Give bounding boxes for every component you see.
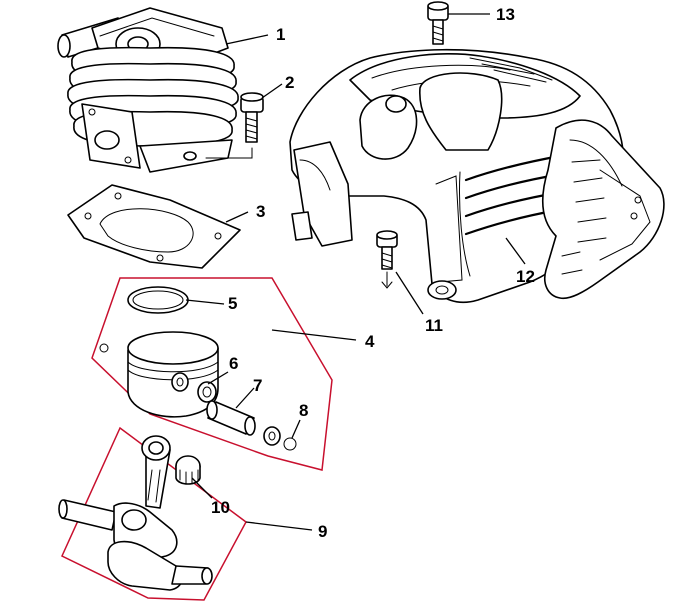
callout-7: 7 — [253, 376, 262, 395]
callout-13: 13 — [496, 5, 515, 24]
leader-lines — [185, 13, 526, 531]
circlip-part-8 — [283, 437, 297, 451]
piston-kit-outline — [91, 277, 333, 471]
piston-pin-part — [206, 400, 256, 436]
crankshaft-part — [58, 435, 213, 591]
callout-9: 9 — [318, 522, 327, 541]
washer-part-right — [263, 426, 281, 446]
callout-4: 4 — [365, 332, 375, 351]
cylinder-part — [57, 7, 239, 173]
gasket-part — [67, 184, 241, 269]
piston-part — [127, 331, 219, 418]
callout-2: 2 — [285, 73, 294, 92]
callout-5: 5 — [228, 294, 237, 313]
crankshaft-assembly-outline — [61, 426, 247, 601]
callout-8: 8 — [299, 401, 308, 420]
callout-12: 12 — [516, 267, 535, 286]
circlip-part-left — [99, 343, 109, 353]
callout-6: 6 — [229, 354, 238, 373]
callout-3: 3 — [256, 202, 265, 221]
bolt-part-13 — [427, 1, 449, 45]
engine-cover-part — [289, 48, 665, 304]
piston-ring-part — [127, 286, 189, 314]
callout-10: 10 — [211, 498, 230, 517]
callout-11: 11 — [425, 316, 443, 335]
callout-1: 1 — [276, 25, 285, 44]
needle-bearing-part — [175, 455, 201, 485]
washer-part-6 — [197, 381, 217, 403]
screw-part-11 — [376, 230, 398, 289]
